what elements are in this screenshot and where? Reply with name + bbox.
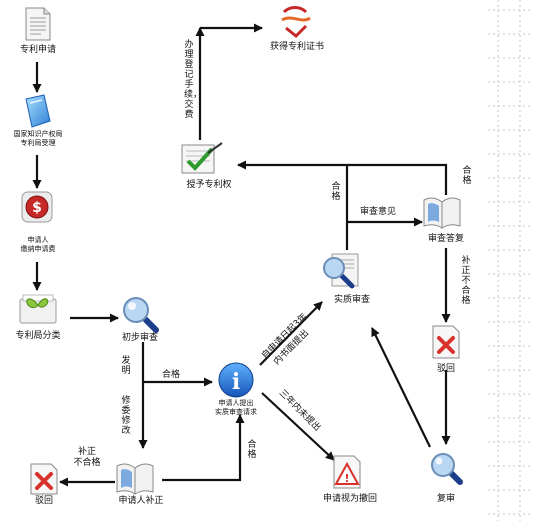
arrow-reexam-to-substantive: [371, 327, 431, 448]
reexam-magnifier-icon: [431, 453, 463, 485]
certificate-check-icon: [181, 142, 223, 174]
stamp-icon: [25, 94, 51, 128]
folder-icon: [19, 294, 57, 324]
edge-label-invention: 发明: [121, 356, 131, 376]
edge-label-qualified-middle: 合格: [162, 370, 181, 380]
node-label-get-certificate: 获得专利证书: [269, 42, 325, 52]
edge-label-registration-fee: 办理登记手续，交费: [184, 40, 203, 120]
magnifier-document-icon: [323, 253, 359, 289]
node-label-pay-fee: 申请人 缴纳申请费: [20, 236, 56, 253]
reject-icon: [432, 325, 460, 359]
svg-text:$: $: [32, 200, 42, 216]
correction-book-icon: [116, 463, 154, 495]
edge-label-correction-unqualified-left: 补正 不合格: [73, 447, 101, 468]
edge-label-exam-opinion: 审查意见: [360, 207, 397, 217]
svg-text:!: !: [344, 472, 349, 485]
arrow-request-to-substantive: [259, 301, 323, 366]
node-label-grant-patent: 授予专利权: [186, 180, 232, 190]
node-label-request-substantive: 申请人提出 实质审查请求: [215, 399, 257, 416]
open-book-icon: [423, 197, 461, 229]
award-certificate-icon: [281, 6, 311, 39]
node-label-substantive-exam: 实质审查: [333, 295, 371, 305]
node-label-reject-right: 驳回: [436, 364, 456, 374]
node-label-classification: 专利局分类: [15, 331, 61, 341]
node-label-withdrawn: 申请视为撤回: [322, 494, 378, 504]
magnifier-icon: [123, 297, 159, 333]
warning-icon: !: [333, 455, 361, 489]
edge-label-qualified-right: 合格: [462, 166, 472, 186]
money-icon: $: [21, 191, 53, 223]
edge-label-correction-unqualified-right: 补正不合格: [461, 256, 471, 306]
node-label-sipo-accept: 国家知识产权局 专利局受理: [13, 130, 63, 147]
arrows: [32, 23, 451, 487]
node-label-preliminary-exam: 初步审查: [121, 333, 159, 343]
node-label-reject-left: 驳回: [34, 496, 54, 506]
svg-text:i: i: [232, 369, 240, 395]
reject-left-icon: [30, 463, 58, 495]
node-label-exam-reply: 审查答复: [427, 234, 465, 244]
edge-label-qualified-top: 合格: [331, 182, 341, 202]
node-label-reexamination: 复审: [436, 494, 456, 504]
node-label-applicant-correction: 申请人补正: [118, 496, 164, 506]
node-label-patent-application: 专利申请: [19, 45, 57, 55]
info-icon: i: [218, 362, 254, 398]
arrow-reply-to-grant: [348, 163, 448, 195]
edge-label-qualified-vertical: 合格: [247, 440, 257, 460]
arrow-request-to-withdrawn: [261, 392, 335, 461]
arrow-correction-to-request: [162, 414, 245, 482]
document-icon: [25, 7, 51, 41]
edge-label-amend-modify: 修委修改: [121, 396, 131, 436]
arrow-substantive-to-grant: [237, 160, 349, 250]
